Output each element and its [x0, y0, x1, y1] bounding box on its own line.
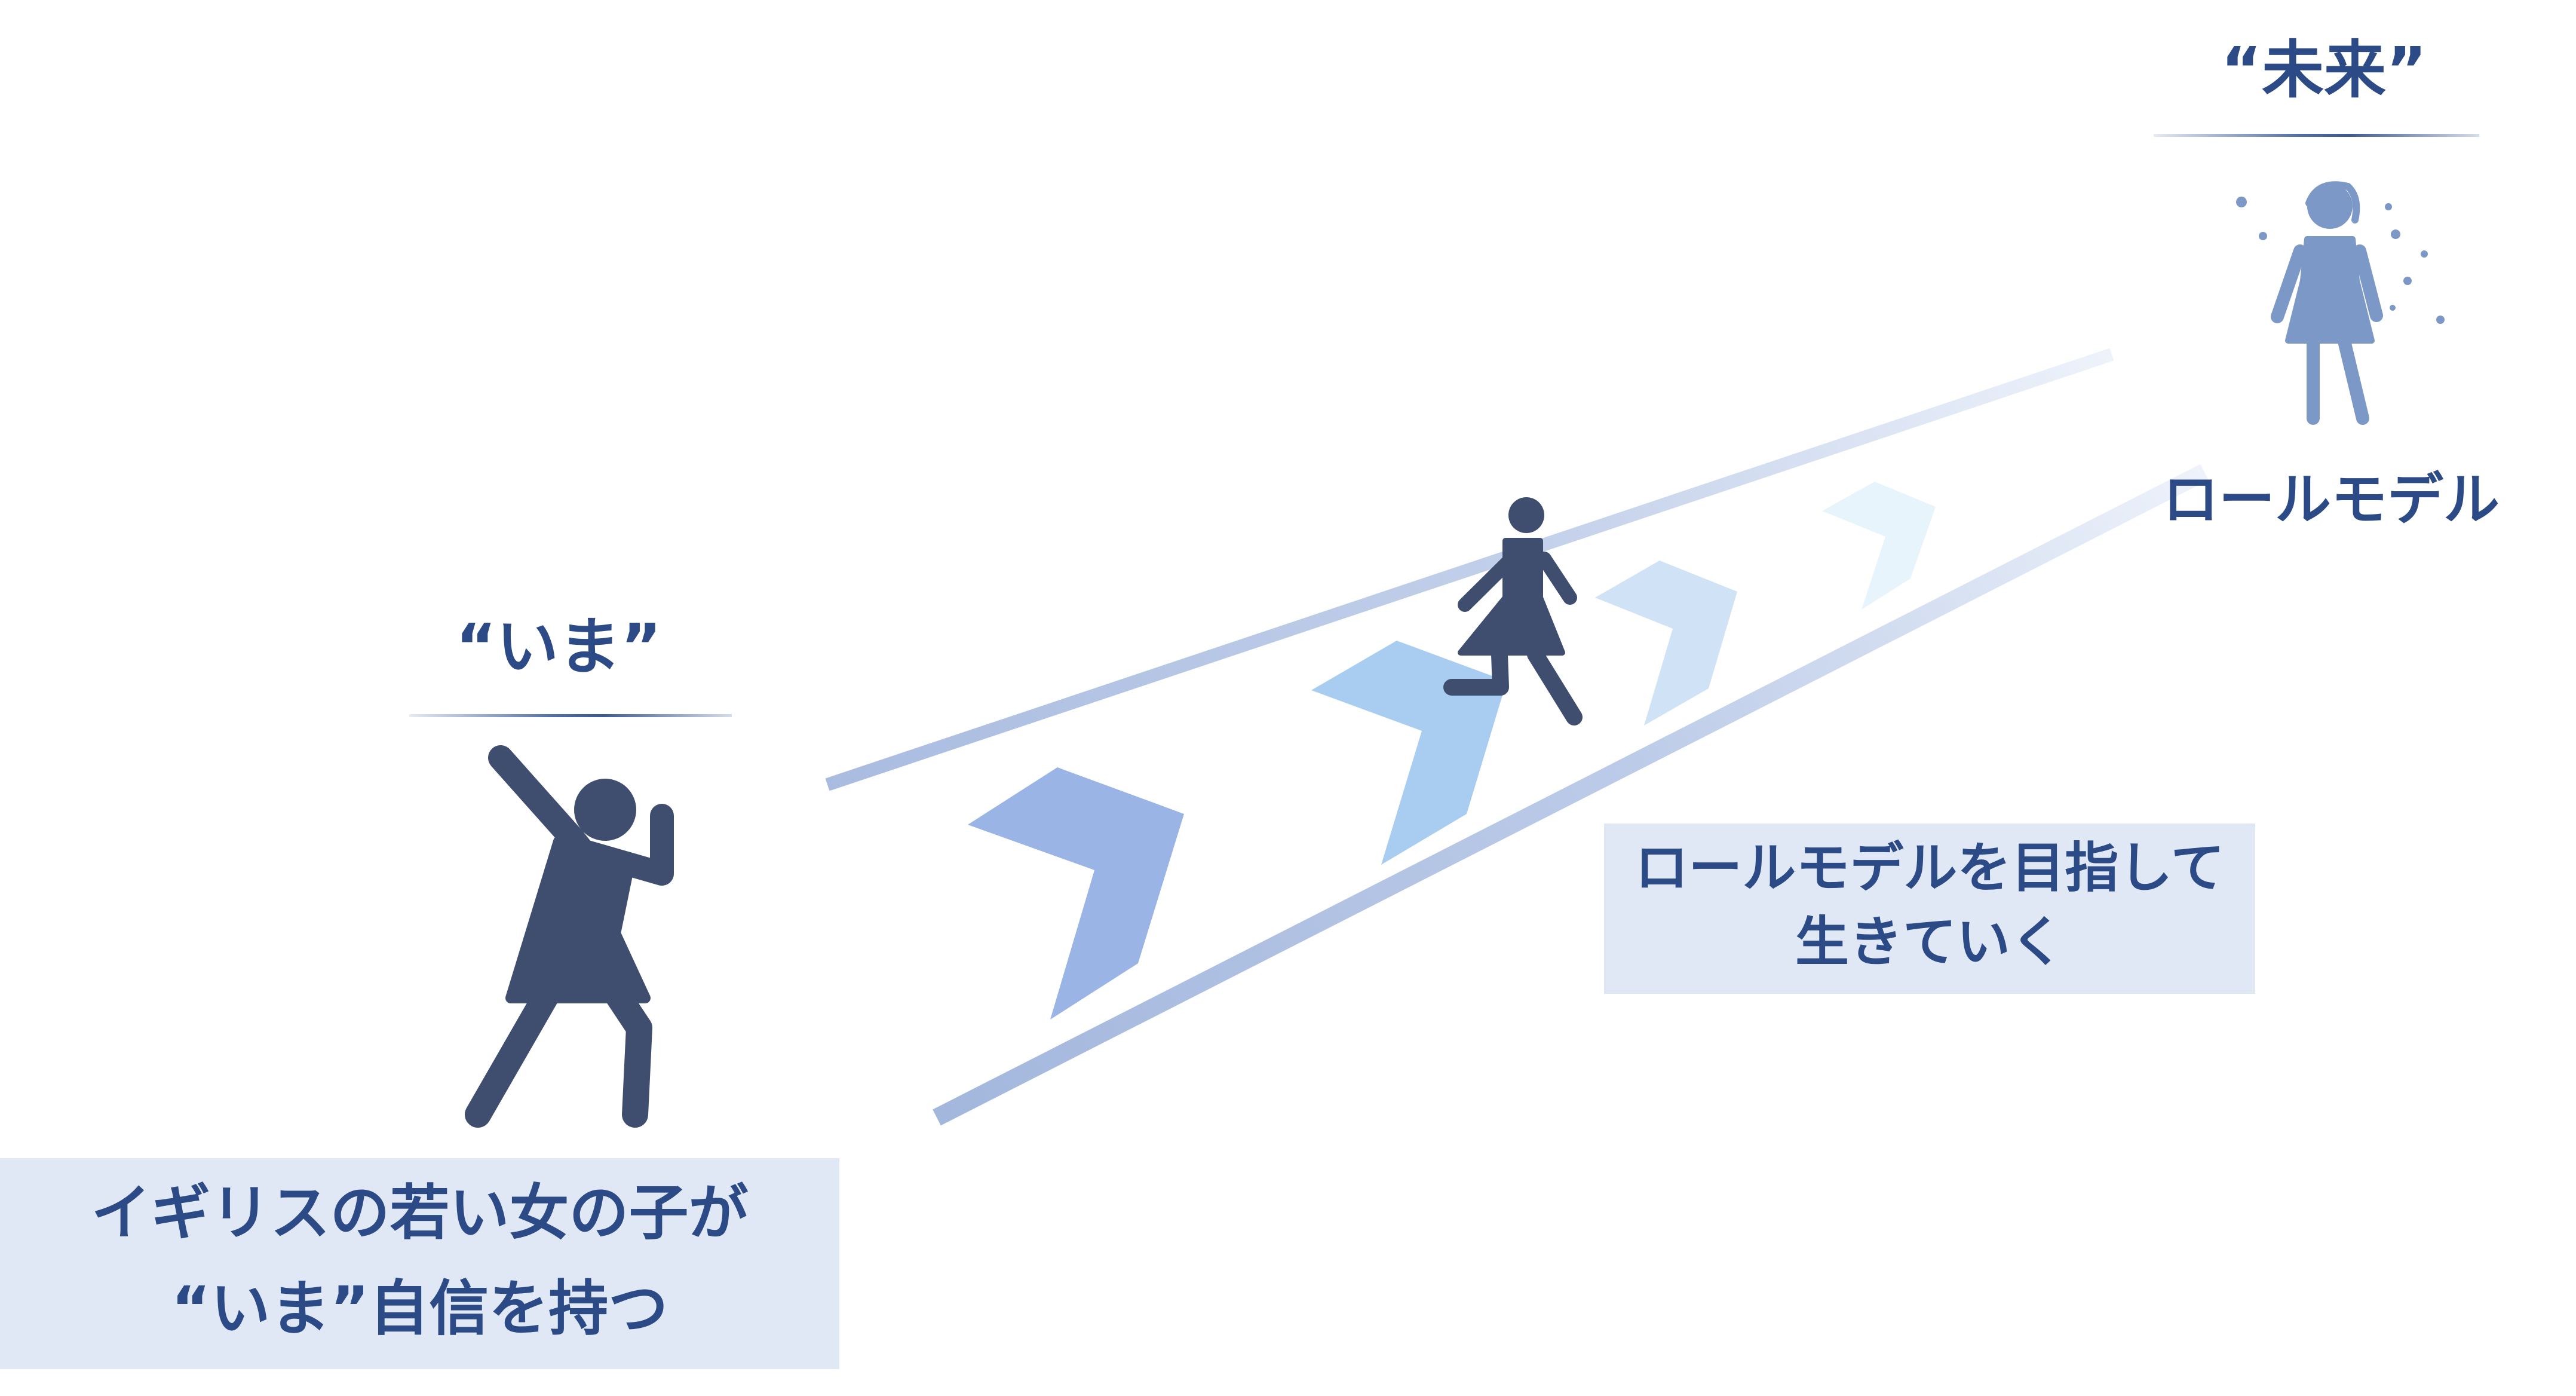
journey-caption-line-2: 生きていく — [1795, 911, 2064, 973]
chevron-arrow-2 — [1311, 641, 1507, 865]
journey-caption-line-1: ロールモデルを目指して — [1634, 837, 2225, 899]
present-heading: “いま” — [455, 610, 662, 683]
future-heading: “未来” — [2221, 33, 2427, 106]
walking-girl-icon — [1443, 497, 1583, 725]
road-lower-rail — [933, 464, 2209, 1126]
present-caption-line-2: “いま”自信を持つ — [171, 1273, 668, 1343]
chevron-arrow-1 — [968, 767, 1184, 1020]
present-caption-box — [0, 1158, 839, 1369]
role-model-woman-icon — [2236, 181, 2445, 425]
road-upper-rail — [825, 348, 2114, 791]
present-caption-line-1: イギリスの若い女の子が — [91, 1178, 749, 1248]
cheering-girl-icon — [465, 745, 674, 1128]
chevron-arrow-4 — [1822, 482, 1936, 610]
future-heading-underline — [2154, 134, 2479, 137]
present-heading-underline — [409, 714, 732, 717]
role-model-label: ロールモデル — [2163, 467, 2500, 532]
journey-caption-box — [1604, 823, 2255, 994]
chevron-arrow-3 — [1595, 561, 1737, 725]
